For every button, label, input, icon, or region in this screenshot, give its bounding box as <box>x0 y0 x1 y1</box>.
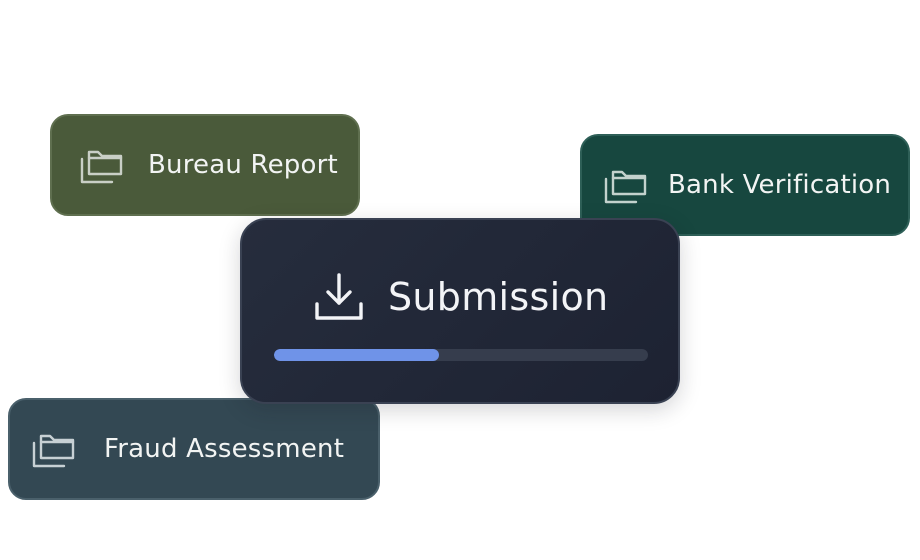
download-icon <box>312 270 366 324</box>
folders-icon <box>78 144 126 186</box>
bureau-report-label: Bureau Report <box>148 150 338 180</box>
submission-label: Submission <box>388 275 609 319</box>
submission-progress-bar <box>274 349 648 361</box>
submission-progress-fill <box>274 349 439 361</box>
folders-icon <box>602 164 650 206</box>
submission-header: Submission <box>312 270 608 324</box>
fraud-assessment-label: Fraud Assessment <box>104 434 345 464</box>
fraud-assessment-card[interactable]: Fraud Assessment <box>8 398 380 500</box>
submission-card[interactable]: Submission <box>240 218 680 404</box>
bank-verification-label: Bank Verification <box>668 170 892 200</box>
folders-icon <box>30 428 78 470</box>
bureau-report-card[interactable]: Bureau Report <box>50 114 360 216</box>
